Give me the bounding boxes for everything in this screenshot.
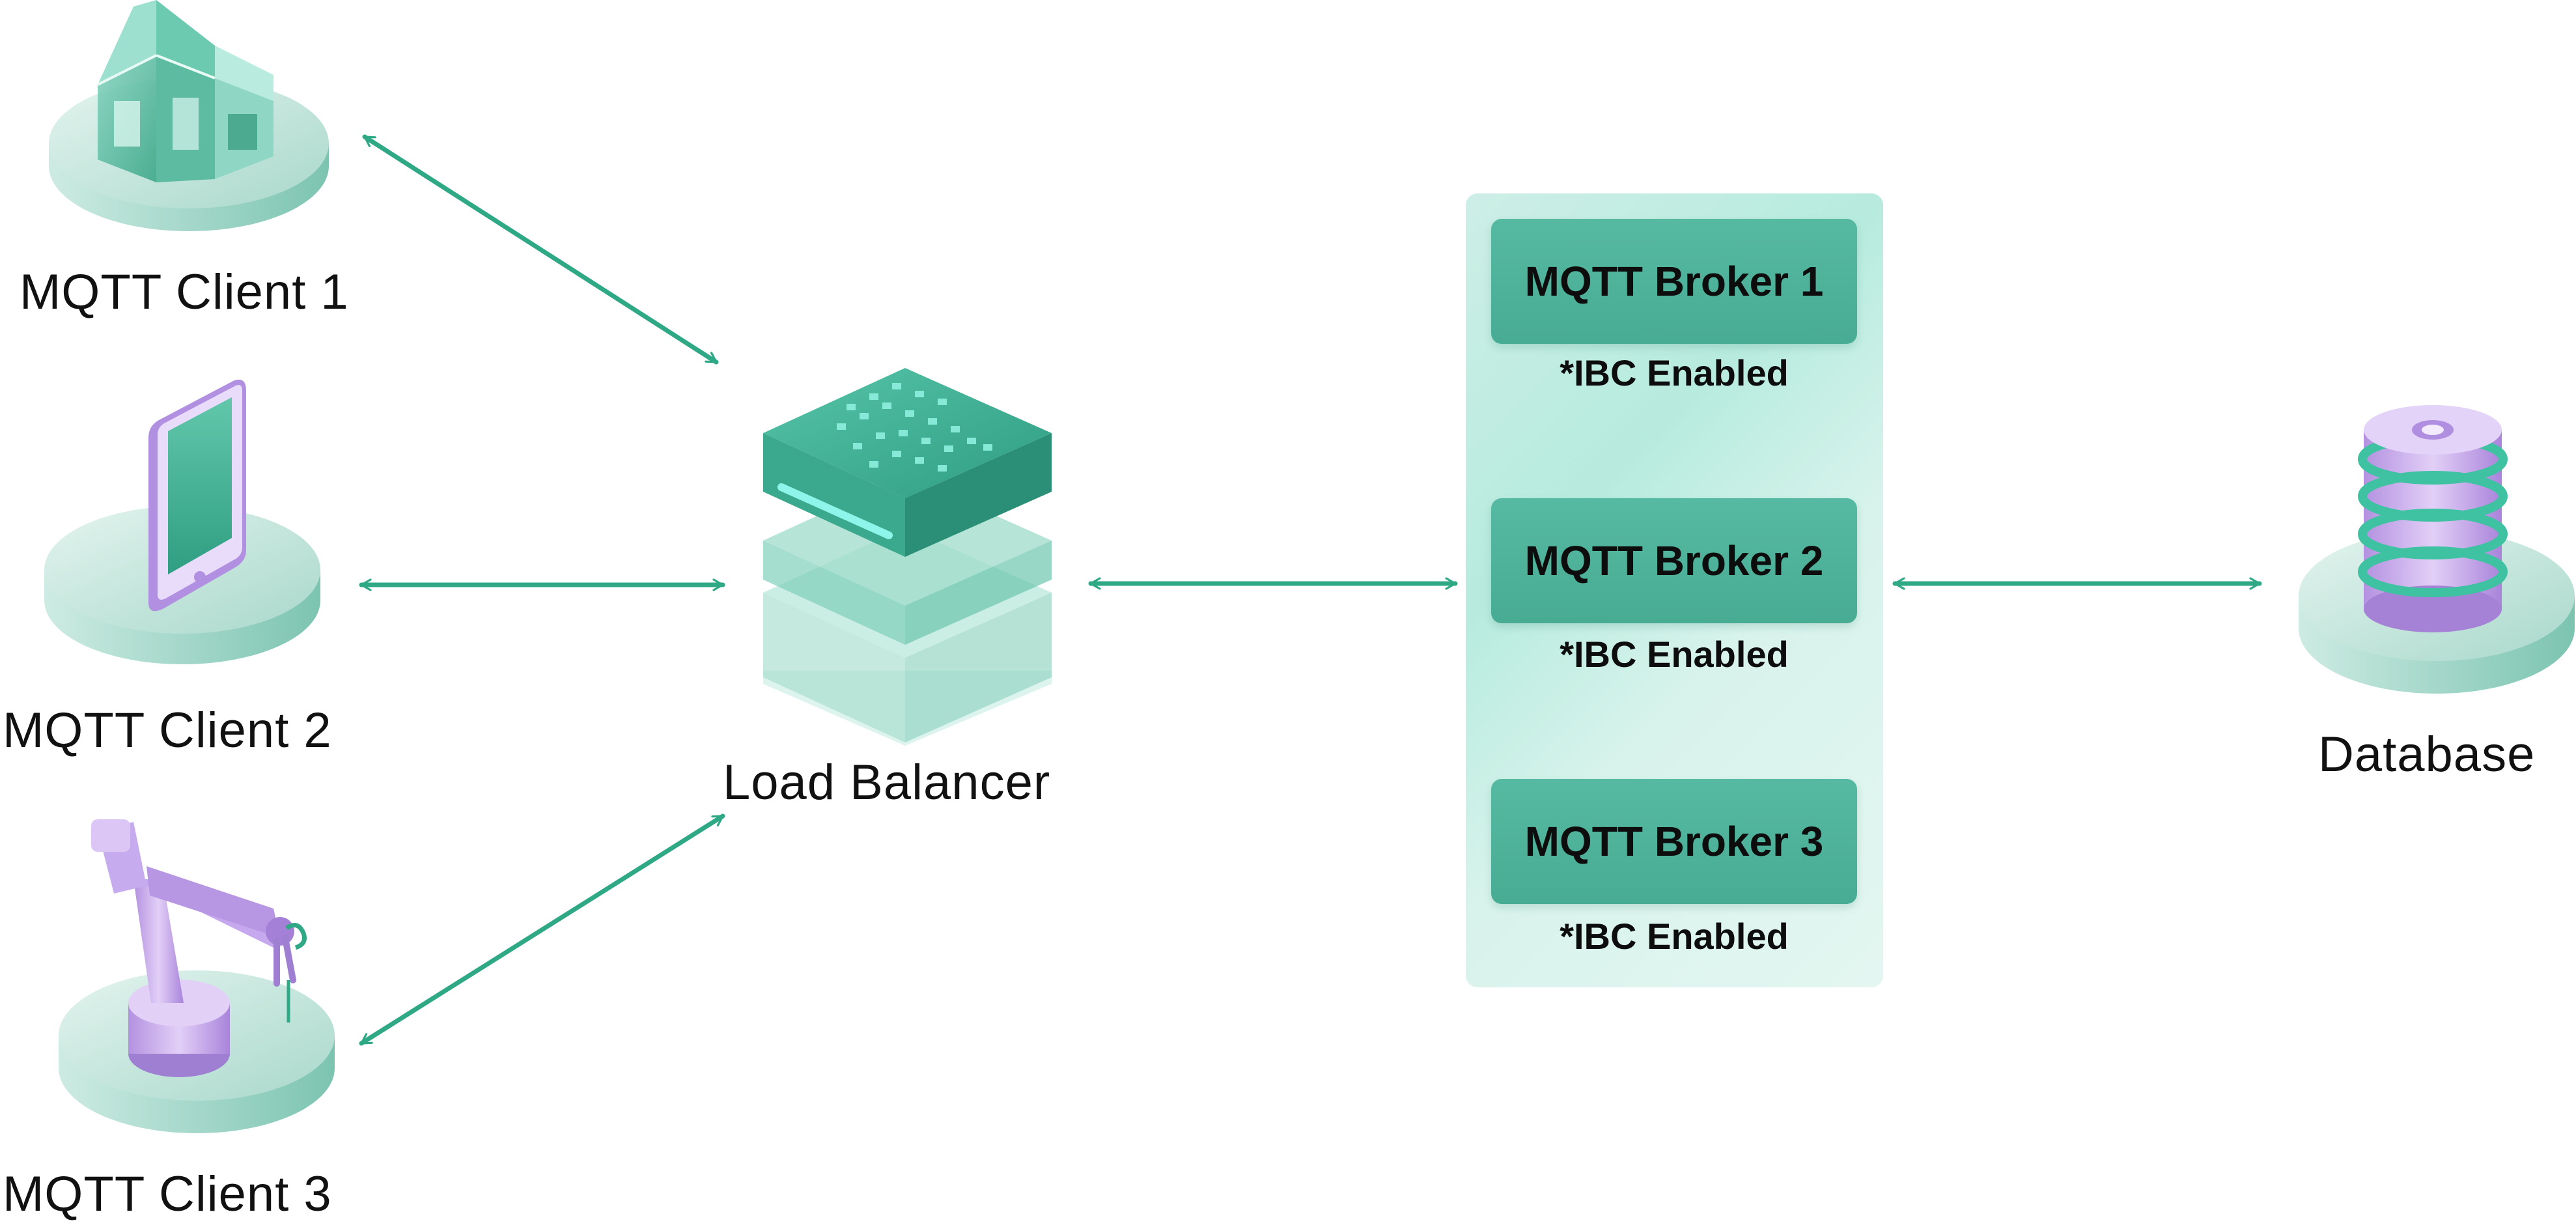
broker-2-box: MQTT Broker 2 [1491,498,1857,623]
broker-2-label: MQTT Broker 2 [1524,537,1824,584]
client3-label: MQTT Client 3 [3,1166,332,1222]
smartphone-icon [148,379,246,612]
arrow-client3-loadbalancer [359,813,725,1046]
robot-arm-icon [91,819,307,1077]
broker-1-label: MQTT Broker 1 [1524,258,1824,305]
server-stack-icon [763,368,1052,746]
client1-node [49,0,329,231]
broker-3-label: MQTT Broker 3 [1524,818,1824,865]
database-node [2299,405,2575,694]
broker-3-box: MQTT Broker 3 [1491,779,1857,904]
house-icon [97,0,273,182]
client1-label: MQTT Client 1 [20,264,349,320]
arrow-client1-loadbalancer [362,134,719,365]
connectors [359,134,2262,1046]
broker-3-ibc-note: *IBC Enabled [1560,916,1789,957]
broker-1-box: MQTT Broker 1 [1491,219,1857,344]
client2-node [44,379,320,664]
load-balancer-node [763,368,1052,746]
database-label: Database [2318,727,2536,782]
broker-2-ibc-note: *IBC Enabled [1560,634,1789,675]
broker-1-ibc-note: *IBC Enabled [1560,352,1789,393]
load-balancer-label: Load Balancer [723,755,1051,810]
client2-label: MQTT Client 2 [3,703,332,758]
client3-node [59,819,335,1133]
database-icon [2358,405,2508,632]
